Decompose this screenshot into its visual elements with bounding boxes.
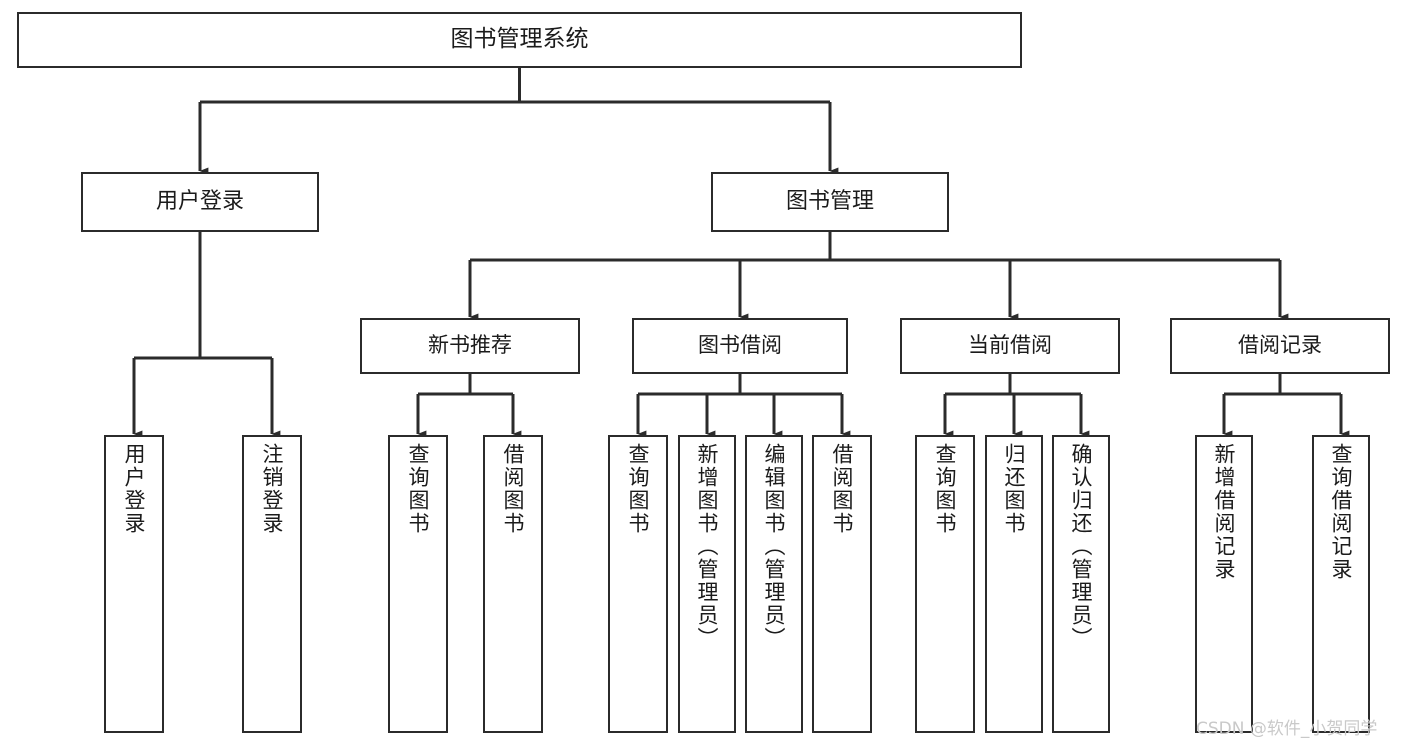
node-leaf-user-login[interactable]: 用户登录: [104, 435, 164, 733]
node-leaf-query-record[interactable]: 查询借阅记录: [1312, 435, 1370, 733]
node-leaf-borrow-book-2[interactable]: 借阅图书: [812, 435, 872, 733]
node-user-login[interactable]: 用户登录: [81, 172, 319, 232]
node-label: 查询借阅记录: [1329, 443, 1354, 581]
node-borrow-record[interactable]: 借阅记录: [1170, 318, 1390, 374]
node-label: 新书推荐: [428, 333, 512, 358]
node-leaf-return-book[interactable]: 归还图书: [985, 435, 1043, 733]
node-label: 图书借阅: [698, 333, 782, 358]
node-leaf-borrow-book-1[interactable]: 借阅图书: [483, 435, 543, 733]
node-label: 图书管理系统: [450, 26, 589, 53]
node-leaf-query-book-1[interactable]: 查询图书: [388, 435, 448, 733]
node-label: 查询图书: [933, 443, 958, 535]
node-label: 用户登录: [155, 188, 244, 214]
node-label: 确认归还（管理员）: [1069, 443, 1094, 650]
node-label: 编辑图书（管理员）: [762, 443, 787, 650]
node-leaf-query-book-3[interactable]: 查询图书: [915, 435, 975, 733]
node-label: 借阅图书: [830, 443, 855, 535]
node-label: 查询图书: [406, 443, 431, 535]
node-label: 图书管理: [785, 188, 874, 214]
node-leaf-add-book[interactable]: 新增图书（管理员）: [678, 435, 736, 733]
node-label: 当前借阅: [968, 333, 1052, 358]
node-leaf-logout[interactable]: 注销登录: [242, 435, 302, 733]
node-book-borrow[interactable]: 图书借阅: [632, 318, 848, 374]
node-label: 查询图书: [626, 443, 651, 535]
node-label: 用户登录: [122, 443, 147, 535]
node-book-manage[interactable]: 图书管理: [711, 172, 949, 232]
node-label: 归还图书: [1002, 443, 1027, 535]
node-label: 新增图书（管理员）: [695, 443, 720, 650]
node-leaf-confirm-return[interactable]: 确认归还（管理员）: [1052, 435, 1110, 733]
node-current-borrow[interactable]: 当前借阅: [900, 318, 1120, 374]
node-label: 新增借阅记录: [1212, 443, 1237, 581]
node-leaf-query-book-2[interactable]: 查询图书: [608, 435, 668, 733]
node-root[interactable]: 图书管理系统: [17, 12, 1022, 68]
node-new-book-rec[interactable]: 新书推荐: [360, 318, 580, 374]
node-leaf-edit-book[interactable]: 编辑图书（管理员）: [745, 435, 803, 733]
node-label: 借阅记录: [1238, 333, 1322, 358]
node-label: 借阅图书: [501, 443, 526, 535]
node-label: 注销登录: [260, 443, 285, 535]
node-leaf-add-record[interactable]: 新增借阅记录: [1195, 435, 1253, 733]
